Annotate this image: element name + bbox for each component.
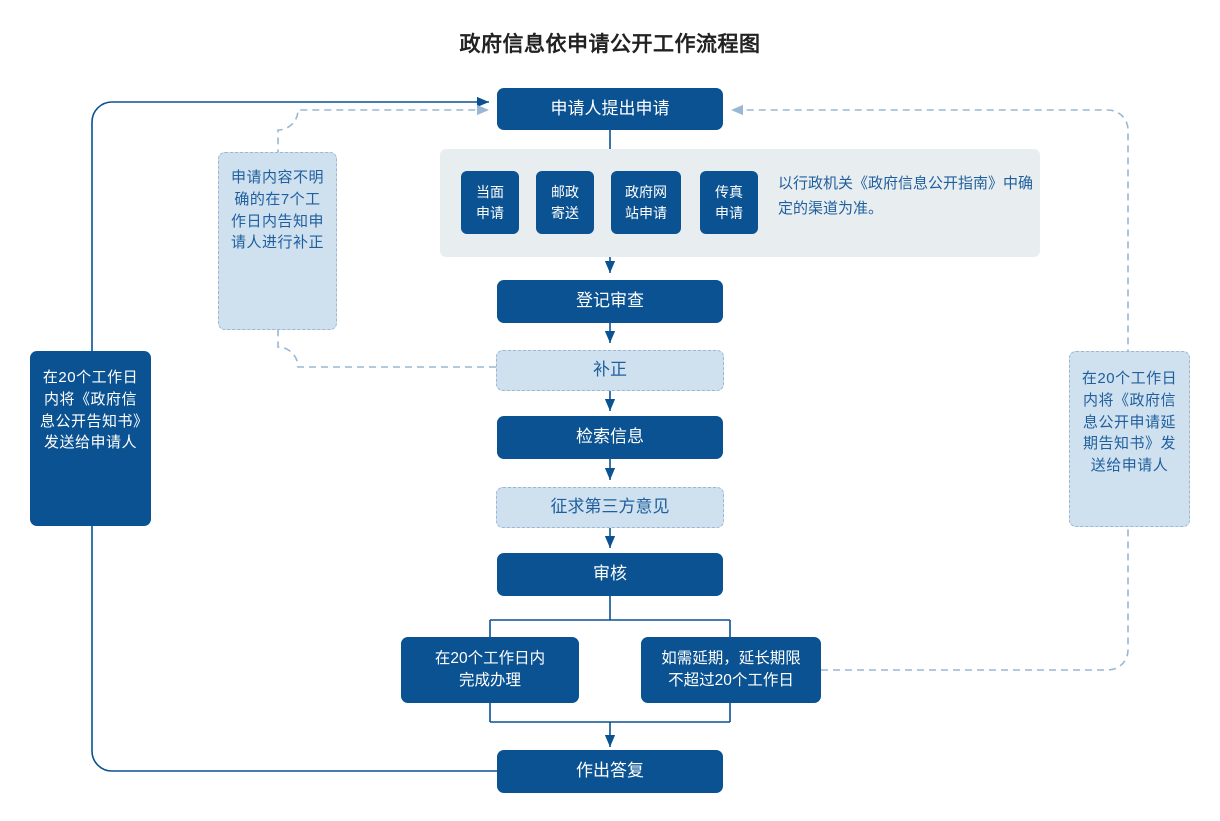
node-retrieve-information[interactable]: 检索信息 [497,416,723,459]
node-extension-20-days[interactable]: 如需延期，延长期限 不超过20个工作日 [641,637,821,703]
note-disclosure-notice-20-days[interactable]: 在20个工作日内将《政府信息公开告知书》发送给申请人 [30,351,151,526]
note-supplement-within-7-days[interactable]: 申请内容不明确的在7个工作日内告知申请人进行补正 [218,152,337,330]
node-registration-review[interactable]: 登记审查 [497,280,723,323]
node-channel-fax[interactable]: 传真 申请 [700,171,758,234]
node-channel-in-person[interactable]: 当面 申请 [461,171,519,234]
node-channel-postal-mail[interactable]: 邮政 寄送 [536,171,594,234]
page-title: 政府信息依申请公开工作流程图 [459,33,761,56]
node-third-party-opinion[interactable]: 征求第三方意见 [496,487,724,528]
node-make-reply[interactable]: 作出答复 [497,750,723,793]
note-extension-notice-20-days[interactable]: 在20个工作日内将《政府信息公开申请延期告知书》发送给申请人 [1069,351,1190,527]
channel-note-text: 以行政机关《政府信息公开指南》中确定的渠道为准。 [778,175,1034,217]
node-start[interactable]: 申请人提出申请 [497,88,723,130]
node-supplement[interactable]: 补正 [496,350,724,391]
node-complete-within-20-days[interactable]: 在20个工作日内 完成办理 [401,637,579,703]
node-channel-government-website[interactable]: 政府网 站申请 [611,171,681,234]
node-review[interactable]: 审核 [497,553,723,596]
